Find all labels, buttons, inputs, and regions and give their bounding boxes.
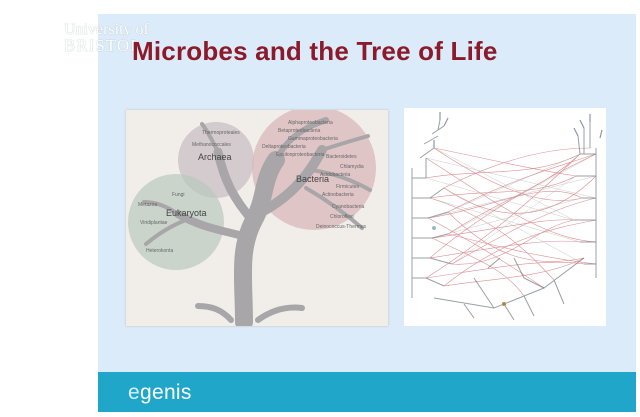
network-node — [502, 302, 506, 306]
university-crest-icon — [8, 10, 57, 43]
taxon-label: Cyanobacteria — [332, 204, 364, 210]
university-logo: University of BRISTOL — [6, 8, 166, 56]
taxon-label: Fungi — [172, 192, 185, 198]
taxon-label: Heterokonta — [146, 248, 173, 254]
group-label-archaea: Archaea — [198, 152, 232, 162]
taxon-label: Actinobacteria — [322, 192, 354, 198]
brand-part2: genis — [139, 381, 192, 404]
taxon-label: Alphaproteobacteria — [288, 120, 333, 126]
horizontal-gene-transfer-network — [404, 108, 606, 326]
group-label-eukaryota: Eukaryota — [166, 208, 207, 218]
logo-line1: University of — [64, 21, 149, 38]
taxon-label: Bacteroidetes — [326, 154, 357, 160]
taxon-label: Deinococcus-Thermus — [316, 224, 367, 230]
logo-line2: BRISTOL — [64, 36, 142, 55]
slide-title: Microbes and the Tree of Life — [132, 36, 498, 66]
egenis-brand: egenis — [128, 381, 192, 405]
tree-of-life-illustration: Archaea Bacteria Eukaryota Thermoproteal… — [126, 106, 388, 331]
taxon-label: Firmicutes — [336, 184, 360, 190]
group-label-bacteria: Bacteria — [296, 174, 329, 184]
taxon-label: Chloroflexi — [330, 214, 354, 220]
taxon-label: Betaproteobacteria — [278, 128, 320, 134]
taxon-label: Viridiplantae — [140, 220, 168, 226]
network-node — [432, 226, 436, 230]
taxon-label: Epsilonproteobacteria — [276, 152, 325, 158]
taxon-label: Chlamydia — [340, 164, 364, 170]
footer-bar — [98, 372, 636, 412]
taxon-label: Gammaproteobacteria — [288, 136, 338, 142]
taxon-label: Acidobacteria — [320, 172, 351, 178]
taxon-label: Deltaproteobacteria — [262, 144, 306, 150]
taxon-label: Thermoproteales — [202, 130, 240, 136]
eukaryota-bubble — [128, 174, 224, 270]
brand-part1: e — [128, 381, 140, 404]
taxon-label: Methanococcales — [192, 142, 231, 148]
taxon-label: Metazoa — [138, 202, 157, 208]
